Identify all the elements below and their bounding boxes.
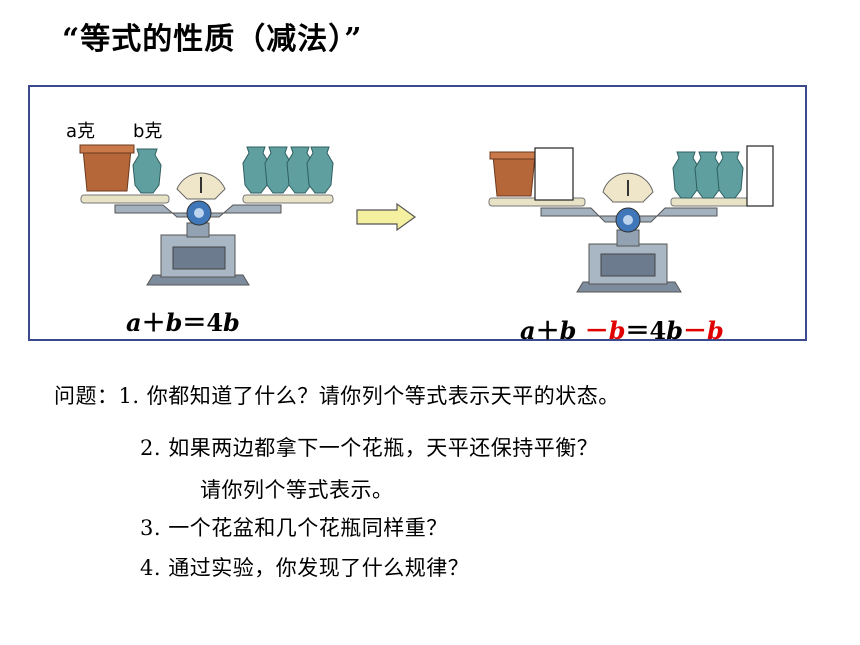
pot-weight-label: a克	[66, 121, 96, 142]
question-4: 4. 通过实验，你发现了什么规律？	[140, 556, 470, 580]
question-1: 问题：1. 你都知道了什么？请你列个等式表示天平的状态。	[54, 384, 620, 408]
page-title: “等式的性质（减法）”	[62, 22, 363, 57]
question-2-continued: 请你列个等式表示。	[200, 478, 394, 502]
right-balance-scale	[488, 145, 774, 293]
vase-icon	[132, 148, 162, 194]
question-2: 2. 如果两边都拿下一个花瓶，天平还保持平衡？	[140, 436, 599, 460]
formula-right: a＋b －b＝4b－b	[520, 316, 724, 345]
right-arrow-icon	[356, 202, 417, 232]
vase-weight-label: b克	[133, 121, 163, 142]
question-3: 3. 一个花盆和几个花瓶同样重？	[140, 516, 448, 540]
formula-left: a＋b＝4b	[126, 308, 240, 337]
balance-figure: a克 b克	[28, 85, 807, 345]
left-balance-scale	[79, 144, 334, 286]
